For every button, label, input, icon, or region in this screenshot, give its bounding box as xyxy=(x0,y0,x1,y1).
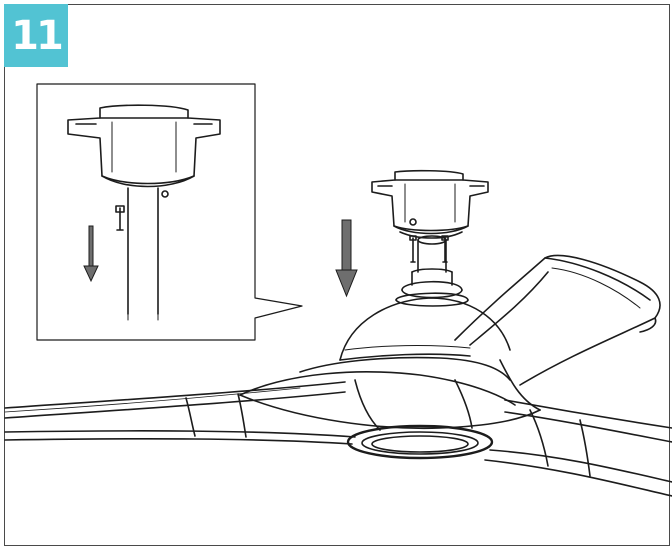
motor-collar xyxy=(395,268,469,307)
fan-blade-left xyxy=(4,381,356,445)
bracket-screws xyxy=(409,218,449,263)
fan-motor-housing xyxy=(239,297,541,431)
step-number-badge: 11 xyxy=(4,4,68,67)
instruction-panel xyxy=(4,4,670,546)
detail-inset xyxy=(36,83,303,341)
light-kit-ring xyxy=(346,424,494,460)
fan-blade-lower-right xyxy=(484,399,672,497)
fan-blade-upper-right xyxy=(454,254,661,386)
detail-down-arrow-icon xyxy=(83,225,99,283)
main-down-arrow-icon xyxy=(335,219,358,298)
step-number: 11 xyxy=(11,12,64,59)
mounting-bracket xyxy=(371,169,489,239)
downrod xyxy=(417,235,447,273)
